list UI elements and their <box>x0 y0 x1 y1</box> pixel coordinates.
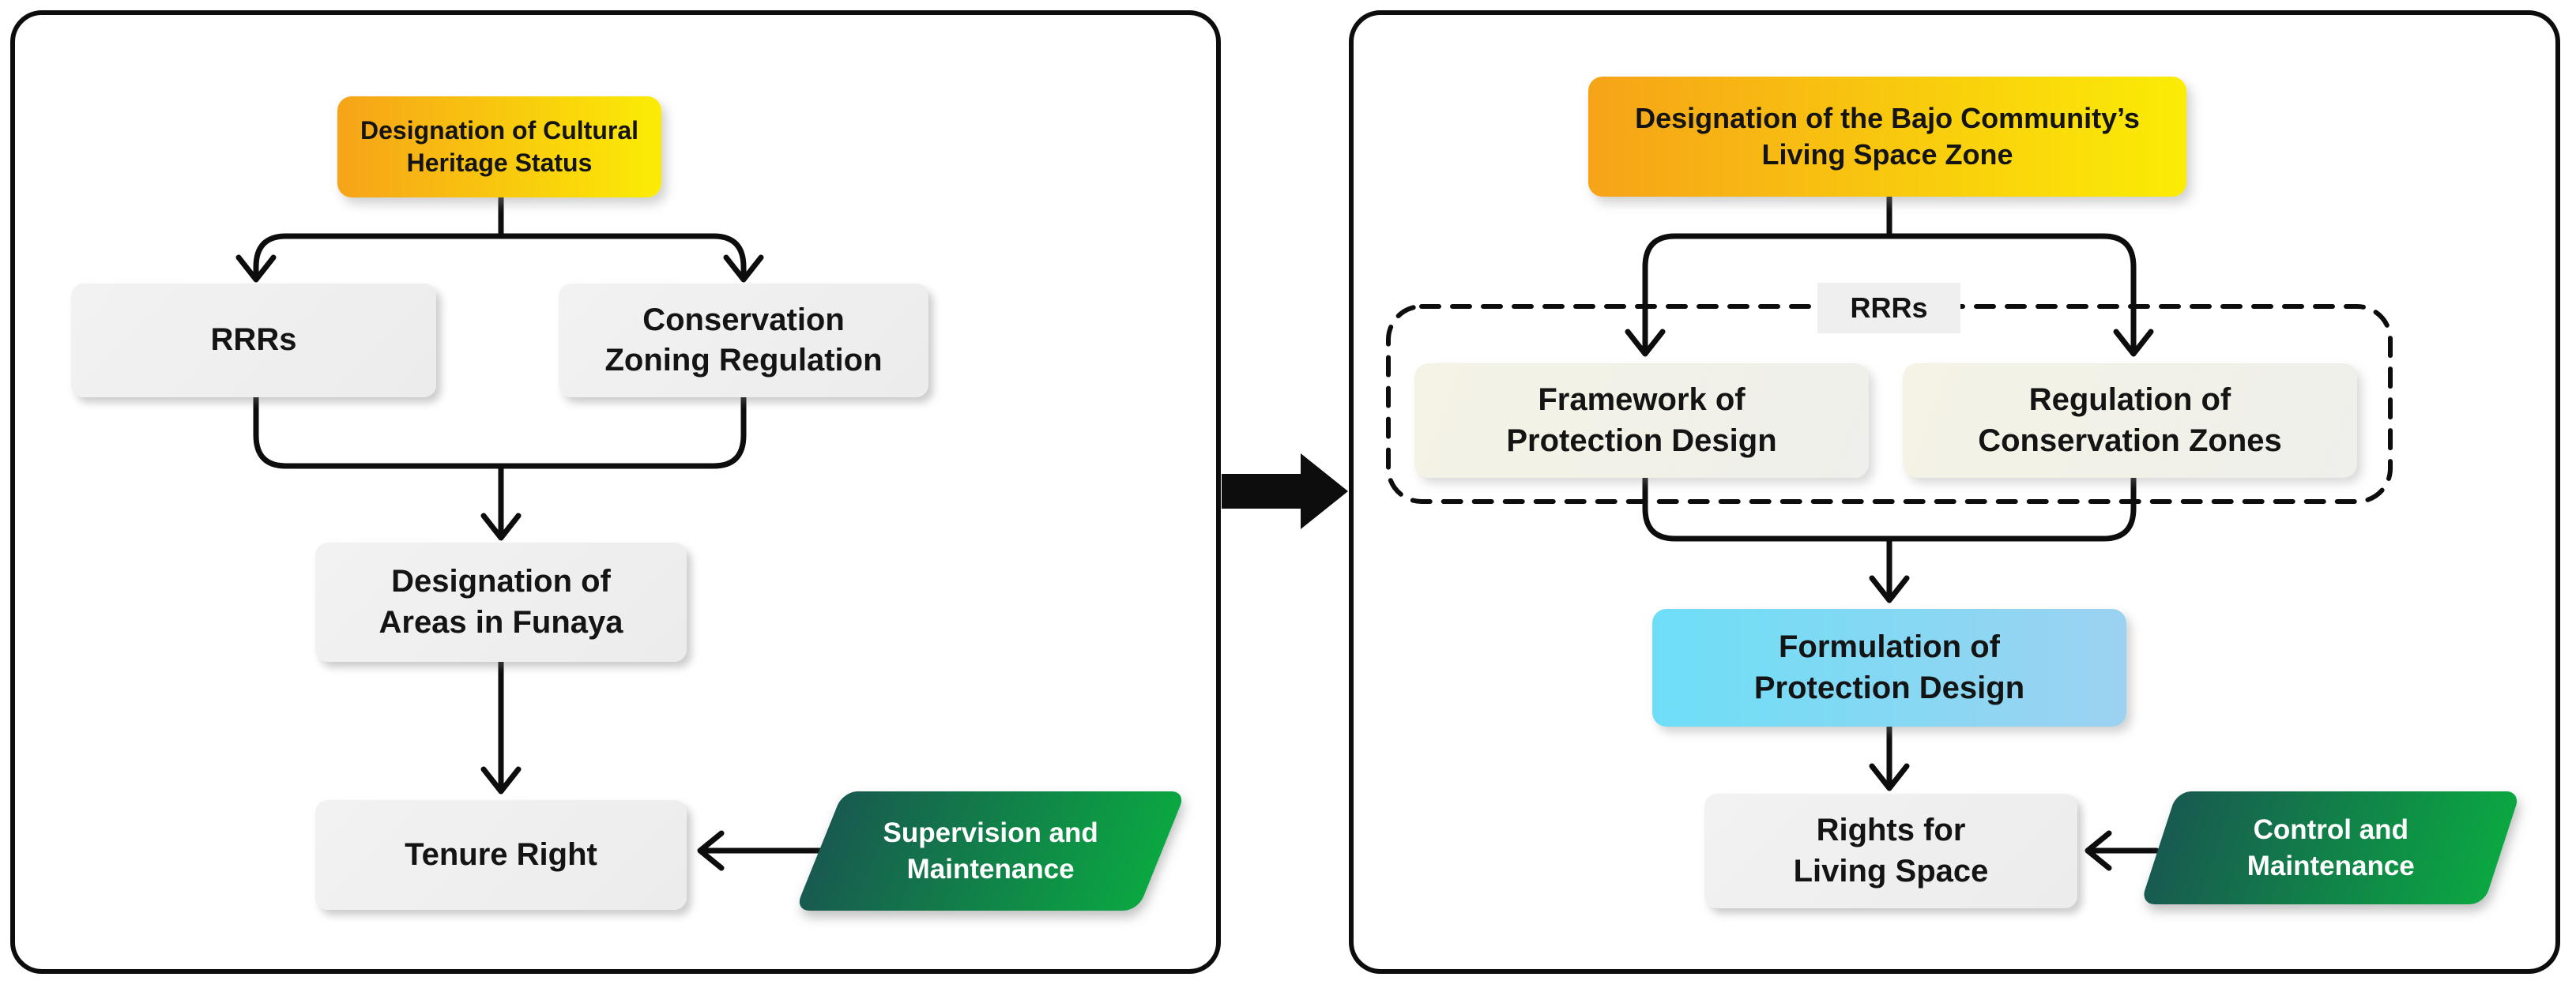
regulation-conservation-box: Regulation of Conservation Zones <box>1903 363 2357 478</box>
control-maintenance-label: Control and Maintenance <box>2246 814 2415 881</box>
left-top-box: Designation of Cultural Heritage Status <box>337 96 661 197</box>
right-top-box-label: Designation of the Bajo Community’s Livi… <box>1635 101 2140 171</box>
panel-transition-arrow <box>1222 453 1348 529</box>
left-supervision-arrow <box>697 830 825 871</box>
left-merge-connector <box>253 394 747 541</box>
left-areas-to-tenure-arrow <box>480 659 522 795</box>
framework-protection-box: Framework of Protection Design <box>1414 363 1869 478</box>
right-control-arrow <box>2085 830 2160 871</box>
formulation-protection-box: Formulation of Protection Design <box>1652 609 2126 727</box>
regulation-conservation-label: Regulation of Conservation Zones <box>1978 382 2282 458</box>
areas-funaya-box: Designation of Areas in Funaya <box>315 543 687 662</box>
rights-living-space-box: Rights for Living Space <box>1704 794 2077 908</box>
tenure-right-box: Tenure Right <box>315 800 687 910</box>
left-top-box-label: Designation of Cultural Heritage Status <box>360 116 638 177</box>
rrrs-zone-tag-label: RRRs <box>1850 291 1928 324</box>
conservation-zoning-box: Conservation Zoning Regulation <box>559 284 928 397</box>
rights-living-space-label: Rights for Living Space <box>1793 813 1989 889</box>
areas-funaya-label: Designation of Areas in Funaya <box>378 564 623 640</box>
conservation-zoning-label: Conservation Zoning Regulation <box>604 302 883 378</box>
right-merge-connector <box>1642 475 2137 603</box>
formulation-protection-label: Formulation of Protection Design <box>1753 629 2025 705</box>
right-branch-connector <box>1625 194 2154 357</box>
rrrs-box-label: RRRs <box>210 322 297 358</box>
right-formulation-to-rights-arrow <box>1869 723 1910 791</box>
control-maintenance-shape: Control and Maintenance <box>2140 791 2521 904</box>
rrrs-zone-tag: RRRs <box>1817 283 1960 333</box>
right-top-box: Designation of the Bajo Community’s Livi… <box>1588 77 2186 197</box>
framework-protection-label: Framework of Protection Design <box>1506 382 1777 458</box>
supervision-maintenance-shape: Supervision and Maintenance <box>794 791 1186 911</box>
supervision-maintenance-label: Supervision and Maintenance <box>883 817 1098 885</box>
rrrs-box: RRRs <box>71 284 436 397</box>
tenure-right-label: Tenure Right <box>405 836 597 872</box>
left-branch-connector <box>235 193 764 283</box>
